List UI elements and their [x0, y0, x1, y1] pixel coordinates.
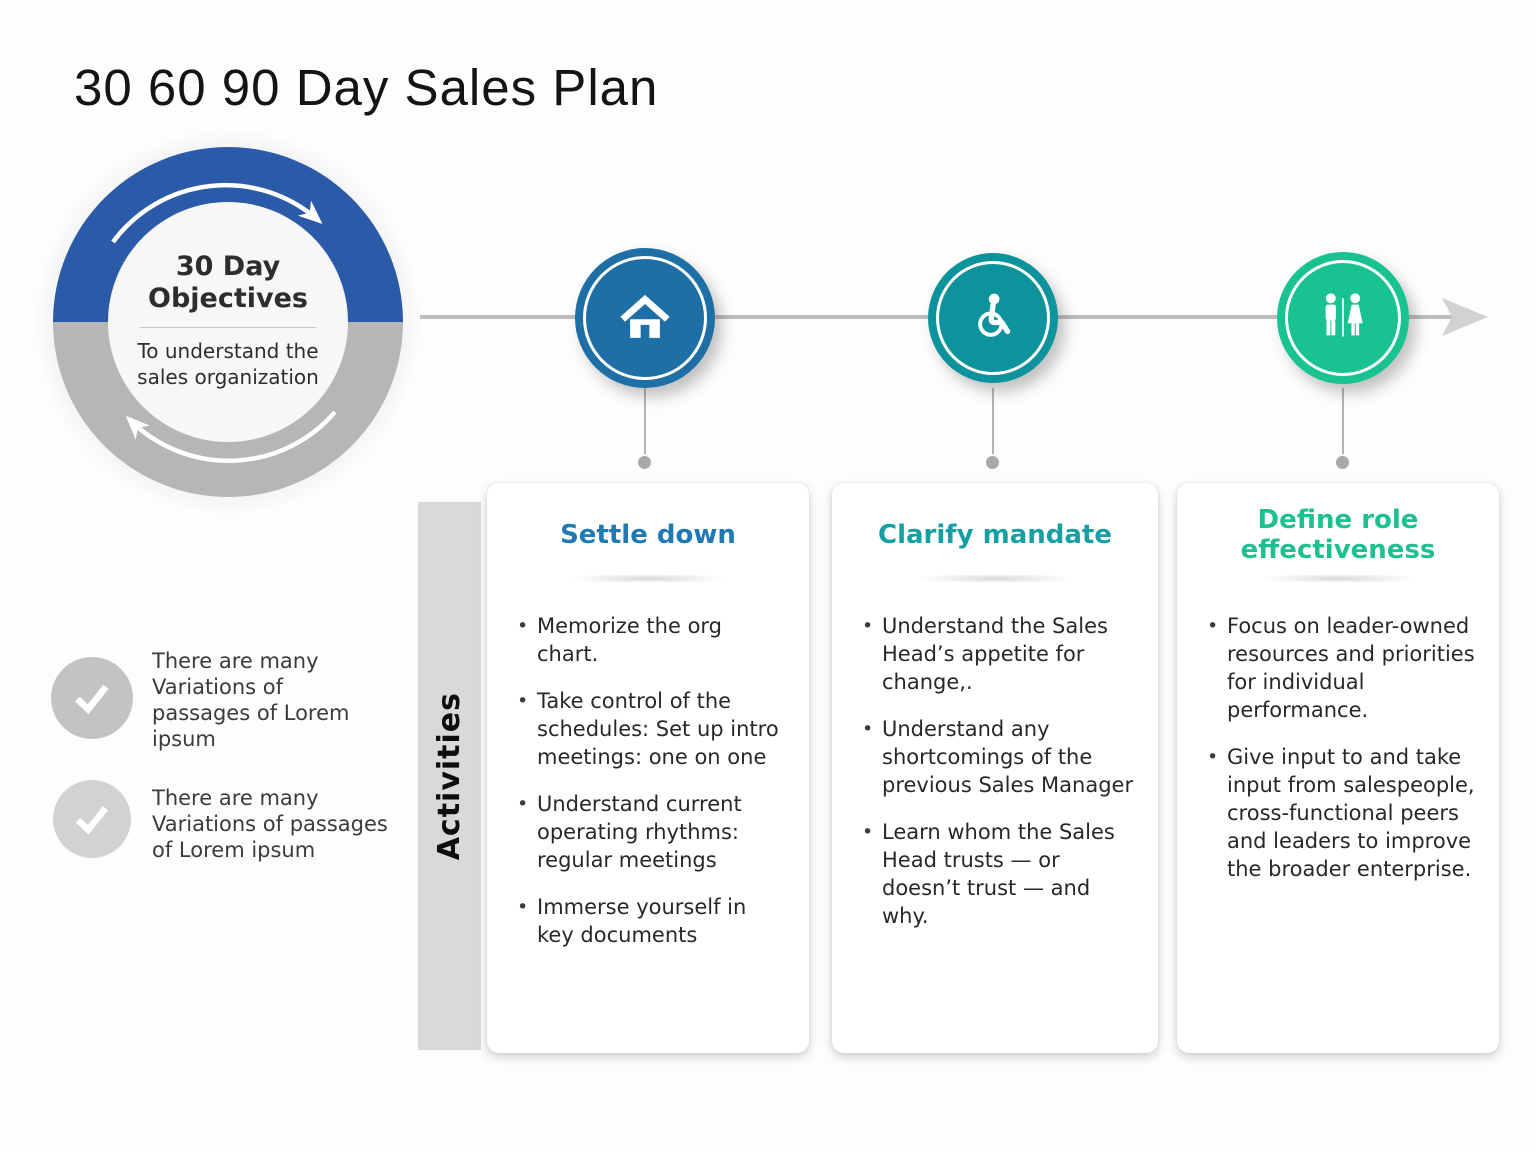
checkmark-badge	[53, 780, 131, 858]
connector-line	[644, 388, 646, 454]
card-divider	[1232, 575, 1444, 582]
activities-strip: Activities	[418, 502, 481, 1050]
bullet-list: Understand the Sales Head’s appetite for…	[832, 612, 1158, 930]
objective-heading: 30 Day Objectives	[148, 250, 308, 314]
milestone-ring	[1285, 260, 1401, 376]
milestone-ring	[583, 256, 707, 380]
card-settle-down: Settle down Memorize the org chart. Take …	[487, 483, 809, 1053]
objective-divider	[140, 326, 316, 328]
card-divider	[889, 575, 1101, 582]
milestone-60-day	[928, 253, 1058, 383]
bullet-item: Understand current operating rhythms: re…	[515, 790, 789, 874]
checkmark-badge	[51, 657, 133, 739]
checkmark-icon	[75, 684, 109, 715]
connector-line	[1342, 388, 1344, 454]
bullet-item: Understand the Sales Head’s appetite for…	[860, 612, 1138, 696]
milestone-30-day	[575, 248, 715, 388]
card-title: Settle down	[560, 520, 736, 550]
card-divider	[542, 575, 754, 582]
timeline-arrowhead-icon	[1442, 298, 1488, 336]
bullet-list: Memorize the org chart. Take control of t…	[487, 612, 809, 949]
connector-dot	[1336, 456, 1349, 469]
bullet-item: Immerse yourself in key documents	[515, 893, 789, 949]
card-clarify-mandate: Clarify mandate Understand the Sales Hea…	[832, 483, 1158, 1053]
bullet-item: Focus on leader-owned resources and prio…	[1205, 612, 1479, 724]
card-define-role-effectiveness: Define role effectiveness Focus on leade…	[1177, 483, 1499, 1053]
card-title: Define role effectiveness	[1240, 505, 1436, 565]
objective-wheel-center: 30 Day Objectives To understand the sale…	[108, 202, 348, 442]
card-title: Clarify mandate	[878, 520, 1112, 550]
bullet-item: Learn whom the Sales Head trusts — or do…	[860, 818, 1138, 930]
milestone-90-day	[1277, 252, 1409, 384]
cycle-arrows-icon	[111, 183, 337, 463]
note-text: There are many Variations of passages of…	[152, 649, 350, 751]
milestone-ring	[936, 261, 1050, 375]
connector-line	[992, 388, 994, 454]
page-title: 30 60 90 Day Sales Plan	[74, 59, 659, 116]
activities-label: Activities	[432, 691, 467, 861]
note-text: There are many Variations of passages of…	[152, 786, 388, 862]
bullet-item: Take control of the schedules: Set up in…	[515, 687, 789, 771]
connector-dot	[986, 456, 999, 469]
checkmark-icon	[75, 806, 109, 835]
bullet-item: Memorize the org chart.	[515, 612, 789, 668]
objective-description: To understand the sales organization	[137, 338, 319, 389]
bullet-list: Focus on leader-owned resources and prio…	[1177, 612, 1499, 883]
bullet-item: Give input to and take input from salesp…	[1205, 743, 1479, 883]
connector-dot	[638, 456, 651, 469]
bullet-item: Understand any shortcomings of the previ…	[860, 715, 1138, 799]
